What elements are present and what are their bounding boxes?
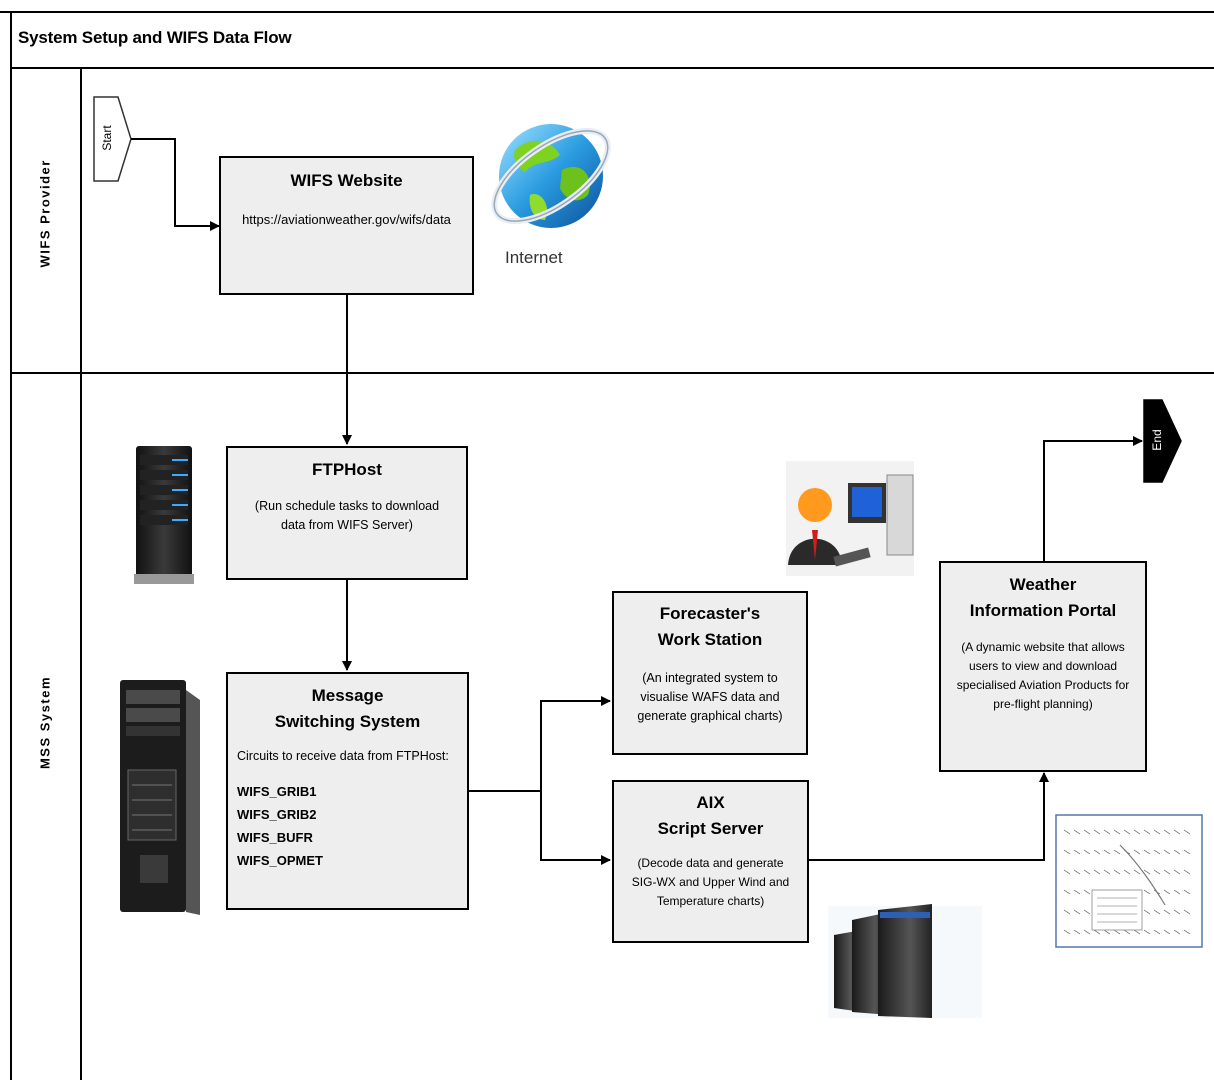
wifs-website-title: WIFS Website [290, 171, 403, 190]
end-label: End [1150, 429, 1164, 451]
start-terminator [93, 96, 132, 182]
portal-desc-line: users to view and download [968, 659, 1118, 673]
portal-title-line1: Weather [1009, 575, 1077, 594]
forecaster-title-line1: Forecaster's [659, 604, 761, 623]
portal-desc-line: (A dynamic website that allows [961, 640, 1125, 654]
ftphost-title: FTPHost [312, 460, 382, 479]
lane-label-mss-system: MSS System [37, 675, 53, 770]
mss-circuit-item: WIFS_GRIB1 [237, 784, 317, 799]
portal-box: Weather Information Portal (A dynamic we… [939, 561, 1147, 772]
mss-circuit-item: WIFS_GRIB2 [237, 807, 317, 822]
ftphost-box: FTPHost (Run schedule tasks to download … [226, 446, 468, 580]
ftphost-desc-line2: data from WIFS Server) [281, 518, 413, 532]
arrow-aix-to-portal [809, 772, 1049, 861]
aix-title-line1: AIX [696, 793, 725, 812]
mss-box: Message Switching System Circuits to rec… [226, 672, 469, 910]
connectors [131, 138, 1143, 865]
forecaster-title-line2: Work Station [657, 630, 763, 649]
globe-icon [491, 124, 611, 228]
diagram-title: System Setup and WIFS Data Flow [18, 28, 292, 47]
mss-circuit-list: WIFS_GRIB1 WIFS_GRIB2 WIFS_BUFR WIFS_OPM… [228, 780, 467, 872]
weather-chart-icon [1055, 814, 1203, 948]
mss-circuit-item: WIFS_BUFR [237, 830, 313, 845]
portal-desc-line: pre-flight planning) [993, 697, 1093, 711]
start-label: Start [100, 125, 114, 151]
wifs-website-box: WIFS Website https://aviationweather.gov… [219, 156, 474, 295]
forecaster-desc-line: (An integrated system to [642, 671, 778, 685]
lane-label-wifs-provider: WIFS Provider [37, 159, 53, 268]
frame [0, 11, 1214, 1080]
wifs-website-url: https://aviationweather.gov/wifs/data [242, 212, 451, 227]
aix-box: AIX Script Server (Decode data and gener… [612, 780, 809, 943]
server-rack-icon [828, 904, 982, 1018]
forecaster-box: Forecaster's Work Station (An integrated… [612, 591, 808, 755]
arrow-start-to-website [131, 138, 220, 231]
end-terminator [1143, 399, 1182, 483]
portal-desc-line: specialised Aviation Products for [956, 678, 1130, 692]
forecaster-desc-line: visualise WAFS data and [640, 690, 780, 704]
mss-title-line1: Message [311, 686, 384, 705]
workstation-tower-icon [120, 680, 200, 915]
arrow-mss-to-aix [540, 791, 611, 865]
arrow-portal-to-end [1043, 436, 1143, 561]
arrow-mss-to-forecaster [540, 696, 611, 791]
internet-label: Internet [505, 248, 563, 267]
forecaster-desc-line: generate graphical charts) [637, 709, 783, 723]
mss-intro: Circuits to receive data from FTPHost: [237, 749, 449, 763]
portal-title-line2: Information Portal [969, 601, 1117, 620]
aix-desc-line: Temperature charts) [656, 894, 765, 908]
aix-desc-line: SIG-WX and Upper Wind and [631, 875, 790, 889]
user-computer-icon [786, 461, 914, 576]
mss-title-line2: Switching System [274, 712, 421, 731]
mss-circuit-item: WIFS_OPMET [237, 853, 323, 868]
server-tower-icon [134, 446, 194, 584]
aix-title-line2: Script Server [657, 819, 764, 838]
ftphost-desc-line1: (Run schedule tasks to download [254, 499, 440, 513]
aix-desc-line: (Decode data and generate [637, 856, 784, 870]
